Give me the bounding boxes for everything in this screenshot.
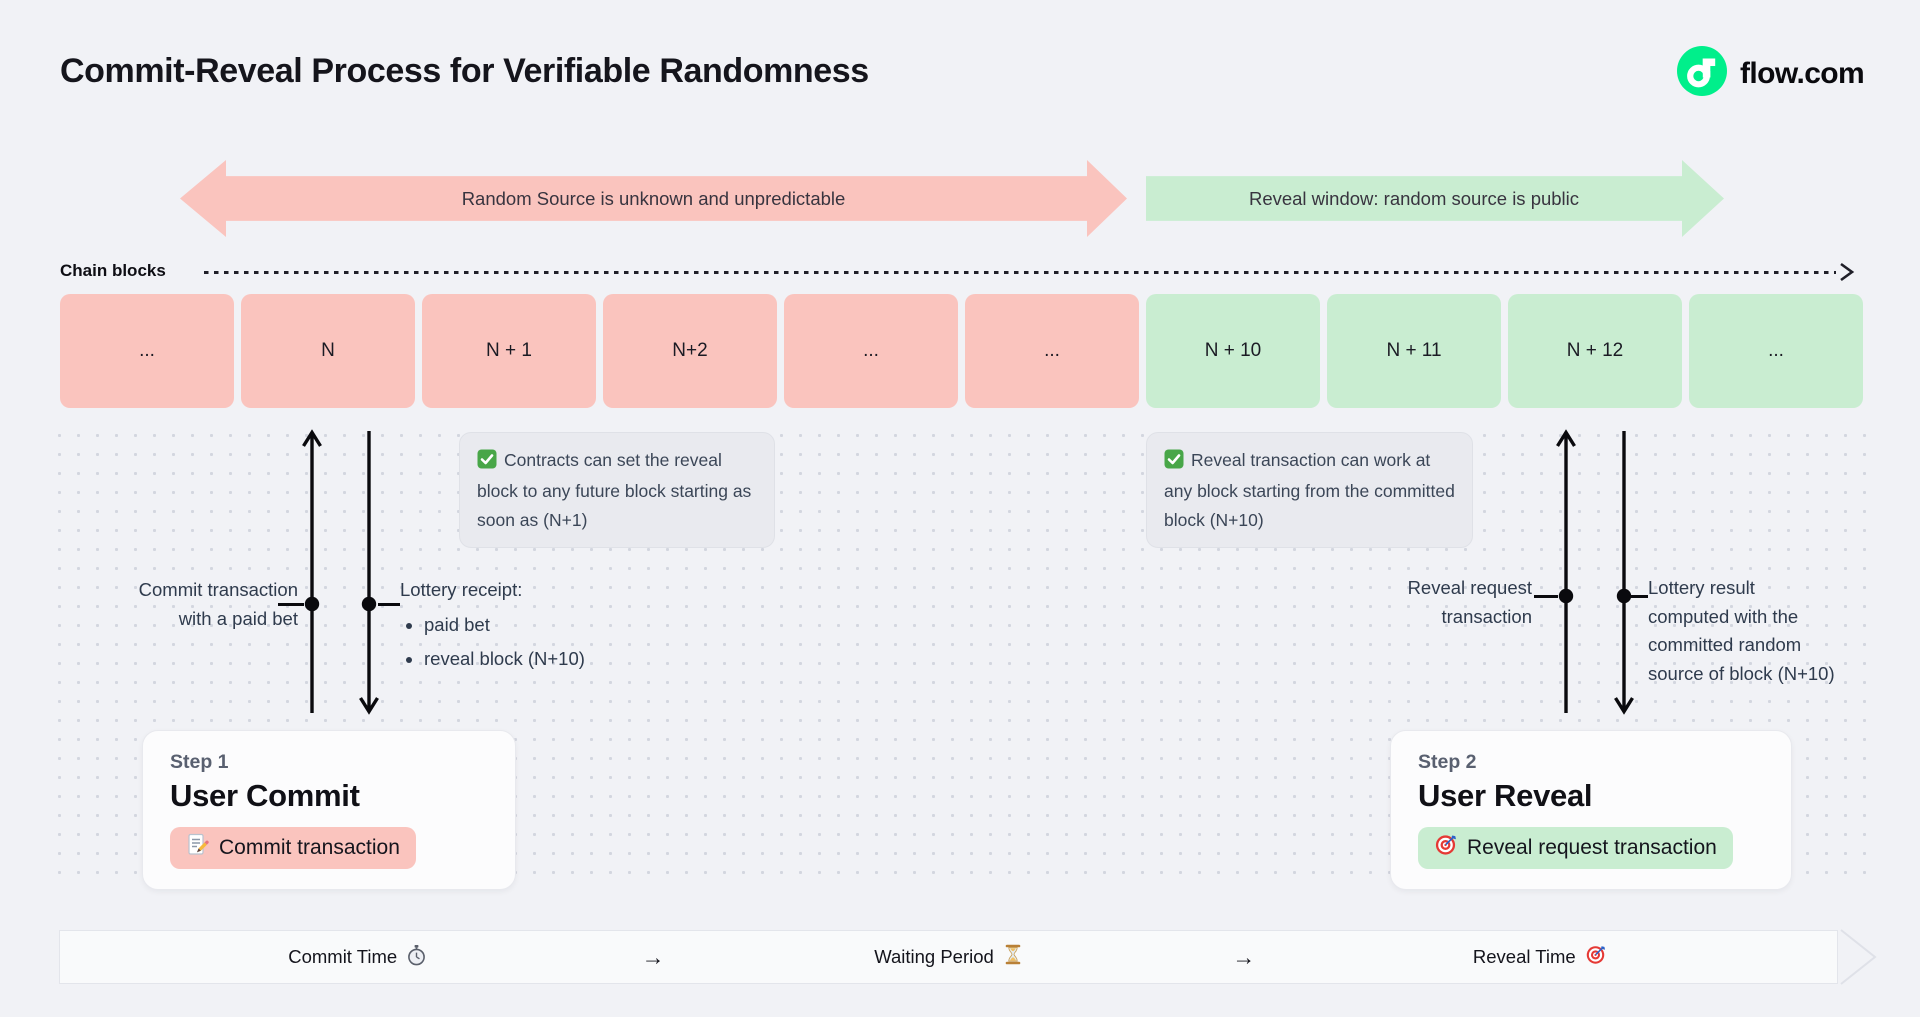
phase-arrow-unknown-label: Random Source is unknown and unpredictab… [461, 187, 846, 209]
chain-block-label: ... [863, 340, 879, 361]
phase-arrow-unknown: Random Source is unknown and unpredictab… [180, 160, 1127, 237]
chain-block-label: N [321, 340, 335, 361]
connector-line [378, 602, 400, 606]
receipt-down-arrow [357, 428, 381, 721]
step-1-title: User Commit [170, 778, 360, 813]
phase-arrow-reveal: Reveal window: random source is public [1146, 160, 1724, 237]
check-icon [477, 449, 497, 477]
timeline-reveal-time: Reveal Time [1392, 944, 1687, 970]
result-down-arrow [1612, 428, 1636, 721]
connector-line [1630, 594, 1648, 598]
timeline-arrow: → [641, 943, 665, 970]
reveal-request-label: Reveal request transaction [1407, 577, 1532, 627]
lottery-receipt-item: reveal block (N+10) [424, 645, 660, 674]
chain-block-label: ... [1768, 340, 1784, 361]
chain-blocks-row: ... N N + 1 N+2 ... ... N + 10 N + 11 N … [60, 294, 1863, 408]
step-2-card: Step 2 User Reveal Reveal request transa… [1390, 730, 1792, 890]
step-2-badge-label: Reveal request transaction [1467, 835, 1717, 859]
timeline-bar: Commit Time → Waiting Period [59, 930, 1838, 984]
step-1-kicker: Step 1 [170, 751, 229, 773]
timeline-commit-time-label: Commit Time [288, 946, 398, 967]
commit-transaction-label: Commit transaction with a paid bet [138, 579, 298, 629]
note-reveal-window: Reveal transaction can work at any block… [1146, 432, 1473, 549]
commit-up-arrow [300, 428, 324, 721]
lottery-receipt-title: Lottery receipt: [400, 579, 523, 600]
timeline-commit-time: Commit Time [210, 944, 505, 971]
phase-arrow-reveal-label: Reveal window: random source is public [1248, 187, 1580, 209]
step-1-badge-label: Commit transaction [219, 835, 400, 859]
chain-block: N + 12 [1508, 294, 1682, 408]
timeline-end-chevron-icon [1839, 929, 1881, 990]
chain-block: ... [1689, 294, 1863, 408]
chain-block: ... [60, 294, 234, 408]
stopwatch-icon [406, 944, 427, 971]
step-2-title: User Reveal [1418, 778, 1593, 813]
chain-block: N [241, 294, 415, 408]
step-1-card: Step 1 User Commit Commit transaction [142, 730, 516, 890]
chain-block-label: N + 11 [1386, 340, 1442, 361]
chain-dotted-line [204, 271, 1836, 274]
chain-block-label: N + 10 [1204, 340, 1262, 361]
reveal-up-arrow [1554, 428, 1578, 721]
chain-block: N + 10 [1146, 294, 1320, 408]
chain-blocks-label: Chain blocks [60, 261, 166, 280]
chain-block-label: ... [139, 340, 155, 361]
page-title: Commit-Reveal Process for Verifiable Ran… [60, 52, 869, 90]
chain-block: N + 11 [1327, 294, 1501, 408]
commit-transaction-badge: Commit transaction [170, 827, 416, 869]
chain-block: ... [965, 294, 1139, 408]
lottery-receipt-item: paid bet [424, 611, 660, 640]
chain-block: N+2 [603, 294, 777, 408]
target-icon [1434, 833, 1457, 862]
note-commit-window: Contracts can set the reveal block to an… [459, 432, 775, 549]
chain-block-label: ... [1044, 340, 1060, 361]
target-icon [1585, 944, 1606, 970]
chain-block-label: N + 12 [1566, 340, 1624, 361]
step-2-kicker: Step 2 [1418, 751, 1477, 773]
chain-arrowhead-icon [1838, 262, 1856, 287]
timeline-reveal-time-label: Reveal Time [1472, 946, 1576, 967]
lottery-receipt-label: Lottery receipt: paid bet reveal block (… [400, 576, 660, 674]
chain-block-label: N+2 [672, 340, 708, 361]
reveal-request-badge: Reveal request transaction [1418, 827, 1733, 869]
memo-icon [186, 833, 209, 862]
hourglass-icon [1003, 944, 1023, 970]
chain-block-label: N + 1 [486, 340, 532, 361]
chain-block: N + 1 [422, 294, 596, 408]
note-commit-window-text: Contracts can set the reveal block to an… [477, 450, 752, 530]
timeline-waiting-period-label: Waiting Period [874, 946, 994, 967]
flow-logo-icon [1677, 46, 1727, 101]
flow-brand-link[interactable]: flow.com [1677, 46, 1865, 101]
check-icon [1164, 449, 1184, 477]
connector-line [278, 602, 304, 606]
timeline-arrow: → [1232, 943, 1256, 970]
chain-block: ... [784, 294, 958, 408]
connector-line [1534, 594, 1558, 598]
lottery-result-label: Lottery result computed with the committ… [1648, 577, 1835, 685]
lottery-receipt-list: paid bet reveal block (N+10) [424, 611, 660, 674]
note-reveal-window-text: Reveal transaction can work at any block… [1164, 450, 1455, 530]
brand-text: flow.com [1740, 56, 1865, 90]
timeline-waiting-period: Waiting Period [801, 944, 1096, 970]
